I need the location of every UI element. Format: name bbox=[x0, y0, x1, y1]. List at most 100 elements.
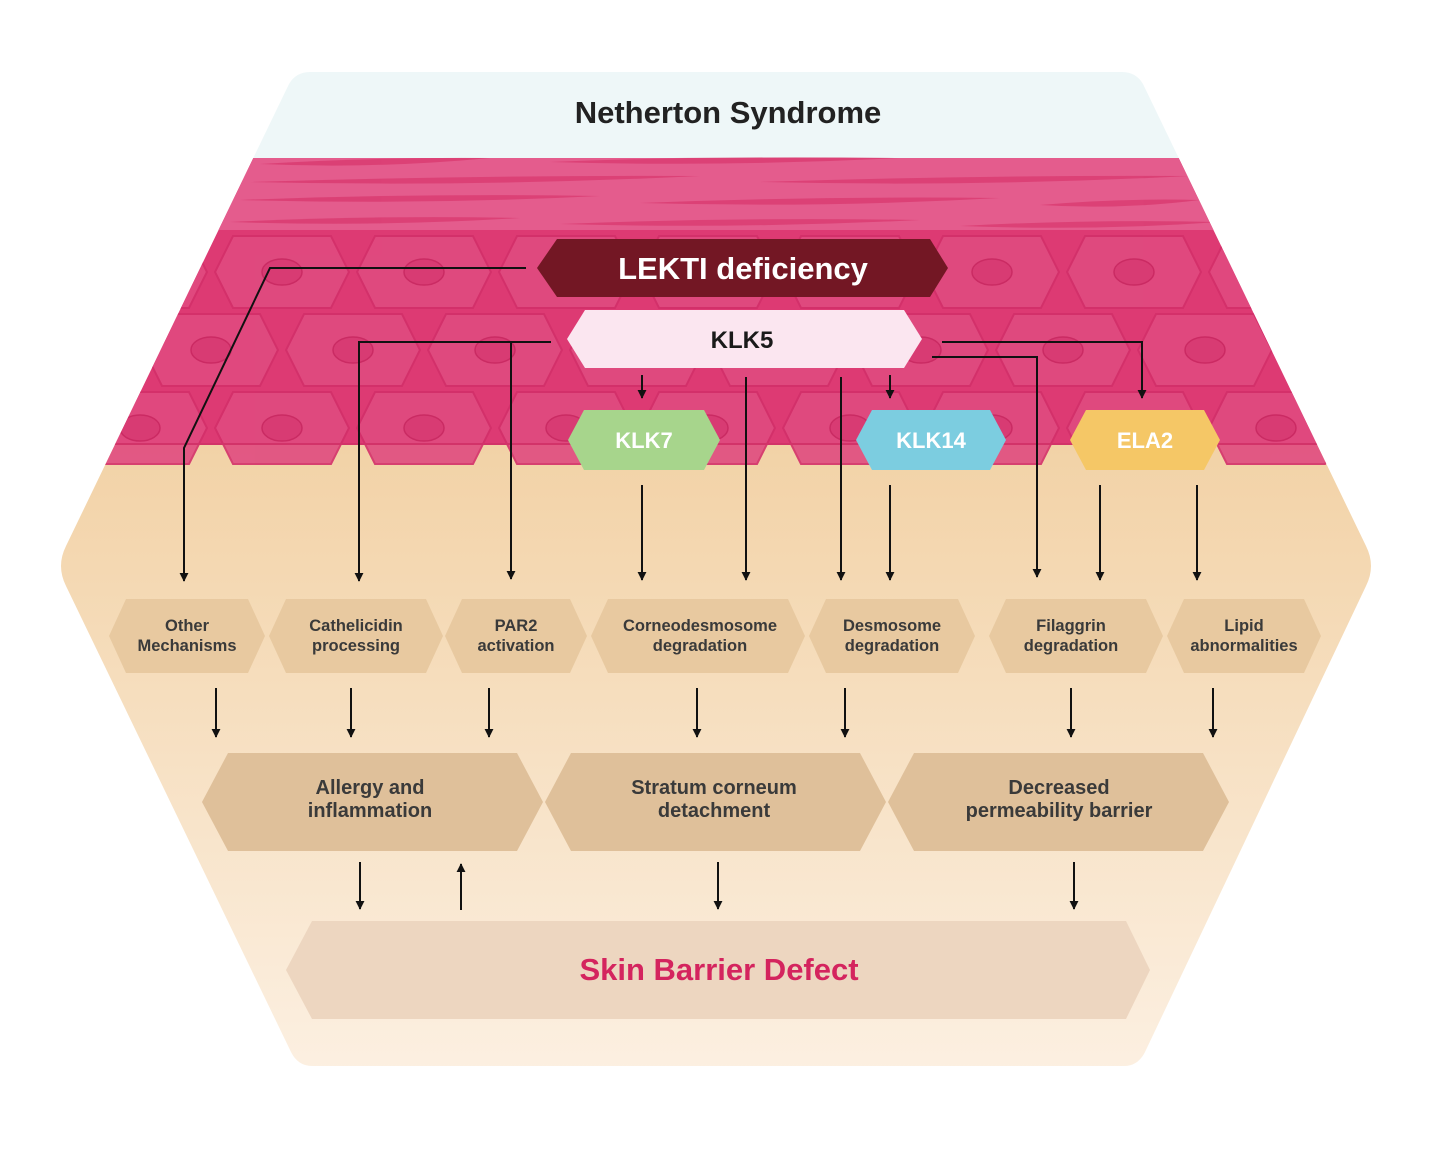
skin-cell-nucleus bbox=[1398, 415, 1430, 441]
skin-cell-nucleus bbox=[119, 258, 161, 286]
lekti-shape bbox=[537, 239, 948, 297]
mechanism-lipid-shape bbox=[1167, 599, 1321, 673]
skin-stratum bbox=[240, 195, 600, 202]
skin-cell-nucleus bbox=[261, 258, 303, 286]
klk7-node: KLK7 bbox=[568, 410, 720, 470]
skin-cell-nucleus bbox=[332, 336, 374, 364]
mechanism-desmosome-shape bbox=[809, 599, 975, 673]
mechanism-desmosome-line2: degradation bbox=[845, 637, 939, 655]
skin-cell-nucleus bbox=[403, 258, 445, 286]
skin-cell-nucleus bbox=[1255, 258, 1297, 286]
ela2-node: ELA2 bbox=[1070, 410, 1220, 470]
mechanism-corneodesmosome-line1: Corneodesmosome bbox=[623, 617, 777, 635]
arrow-klk5-to-ela2 bbox=[942, 341, 1147, 399]
skin-cell-nucleus bbox=[61, 336, 90, 364]
skin-cell-nucleus bbox=[971, 258, 1013, 286]
skin-cell-nucleus bbox=[1326, 336, 1368, 364]
mechanism-desmosome-line1: Desmosome bbox=[843, 617, 941, 635]
defect-label: Skin Barrier Defect bbox=[579, 952, 858, 987]
mechanism-filaggrin: Filaggrin degradation bbox=[989, 599, 1163, 673]
mechanism-corneodesmosome-line2: degradation bbox=[653, 637, 747, 655]
skin-cell-nucleus bbox=[474, 336, 516, 364]
skin-cell-nucleus bbox=[403, 414, 445, 442]
skin-cell-nucleus bbox=[0, 415, 18, 441]
klk14-shape bbox=[856, 410, 1006, 470]
klk5-shape bbox=[567, 310, 922, 368]
arrow-lekti-to-other bbox=[179, 267, 526, 582]
skin-stratum bbox=[960, 221, 1220, 228]
mechanism-desmosome: Desmosome degradation bbox=[809, 599, 975, 673]
mechanism-par2: PAR2 activation bbox=[445, 599, 587, 673]
skin-stratum bbox=[560, 219, 920, 226]
mechanism-filaggrin-line2: degradation bbox=[1024, 637, 1118, 655]
mechanism-filaggrin-line1: Filaggrin bbox=[1036, 617, 1106, 635]
skin-barrier-defect-node: Skin Barrier Defect bbox=[286, 921, 1150, 1019]
skin-stratum bbox=[230, 217, 520, 224]
outcome-permeability-line1: Decreased bbox=[1008, 777, 1109, 799]
mechanism-par2-shape bbox=[445, 599, 587, 673]
skin-stratum bbox=[550, 157, 900, 164]
klk7-label: KLK7 bbox=[615, 428, 672, 453]
skin-stratum bbox=[1040, 199, 1200, 207]
connector-arrows bbox=[179, 267, 1218, 910]
klk7-shape bbox=[568, 410, 720, 470]
mechanism-lipid-line1: Lipid bbox=[1224, 617, 1263, 635]
outcome-stratum-corneum: Stratum corneum detachment bbox=[545, 753, 886, 851]
skin-cell bbox=[1278, 313, 1371, 387]
ela2-label: ELA2 bbox=[1117, 428, 1173, 453]
mechanism-corneodesmosome-shape bbox=[591, 599, 805, 673]
mechanism-par2-line2: activation bbox=[477, 637, 554, 655]
skin-cell bbox=[61, 235, 67, 309]
skin-stratum bbox=[760, 175, 1190, 184]
klk14-node: KLK14 bbox=[856, 410, 1006, 470]
klk5-node: KLK5 bbox=[567, 310, 922, 368]
mechanism-lipid: Lipid abnormalities bbox=[1167, 599, 1321, 673]
skin-cell-nucleus bbox=[119, 414, 161, 442]
skin-cell-nucleus bbox=[0, 259, 18, 285]
outcome-permeability-shape bbox=[888, 753, 1229, 851]
outcome-allergy: Allergy and inflammation bbox=[202, 753, 543, 851]
skin-cell-nucleus bbox=[1398, 259, 1430, 285]
mechanism-other-shape bbox=[109, 599, 265, 673]
mechanism-other-line1: Other bbox=[165, 617, 210, 635]
skin-top-layer bbox=[61, 158, 1371, 230]
mechanism-cathelicidin-line2: processing bbox=[312, 637, 400, 655]
mechanism-corneodesmosome: Corneodesmosome degradation bbox=[591, 599, 805, 673]
skin-cell-nucleus bbox=[1042, 336, 1084, 364]
diagram-title: Netherton Syndrome bbox=[575, 95, 882, 130]
mechanism-cathelicidin-shape bbox=[269, 599, 443, 673]
klk14-label: KLK14 bbox=[896, 428, 966, 453]
mechanism-cathelicidin: Cathelicidin processing bbox=[269, 599, 443, 673]
skin-cell-nucleus bbox=[1255, 414, 1297, 442]
outcome-permeability: Decreased permeability barrier bbox=[888, 753, 1229, 851]
arrow-klk5-to-filaggrin bbox=[932, 356, 1042, 578]
skin-cell bbox=[1349, 235, 1371, 309]
skin-cell-nucleus bbox=[261, 414, 303, 442]
mechanism-filaggrin-shape bbox=[989, 599, 1163, 673]
skin-cell-nucleus bbox=[1184, 336, 1226, 364]
mechanism-other-line2: Mechanisms bbox=[137, 637, 236, 655]
outcome-allergy-line2: inflammation bbox=[308, 800, 432, 822]
skin-cell bbox=[1349, 391, 1371, 465]
mechanism-lipid-line2: abnormalities bbox=[1190, 637, 1297, 655]
outcome-stratum-corneum-line1: Stratum corneum bbox=[631, 777, 797, 799]
skin-cell bbox=[71, 235, 209, 309]
skin-stratum bbox=[250, 175, 700, 184]
outcome-stratum-corneum-shape bbox=[545, 753, 886, 851]
mechanism-par2-line1: PAR2 bbox=[495, 617, 538, 635]
outcome-stratum-corneum-line2: detachment bbox=[658, 800, 771, 822]
ela2-shape bbox=[1070, 410, 1220, 470]
mechanism-other: Other Mechanisms bbox=[109, 599, 265, 673]
skin-cell bbox=[1422, 314, 1430, 386]
skin-stratum bbox=[640, 197, 1000, 205]
arrow-klk5-to-cathelicidin bbox=[354, 341, 551, 582]
klk5-label: KLK5 bbox=[711, 327, 774, 354]
skin-cell bbox=[61, 313, 138, 387]
mechanism-cathelicidin-line1: Cathelicidin bbox=[309, 617, 403, 635]
skin-cell-nucleus bbox=[190, 336, 232, 364]
outcome-permeability-line2: permeability barrier bbox=[966, 800, 1153, 822]
outcome-allergy-line1: Allergy and bbox=[316, 777, 425, 799]
defect-shape bbox=[286, 921, 1150, 1019]
